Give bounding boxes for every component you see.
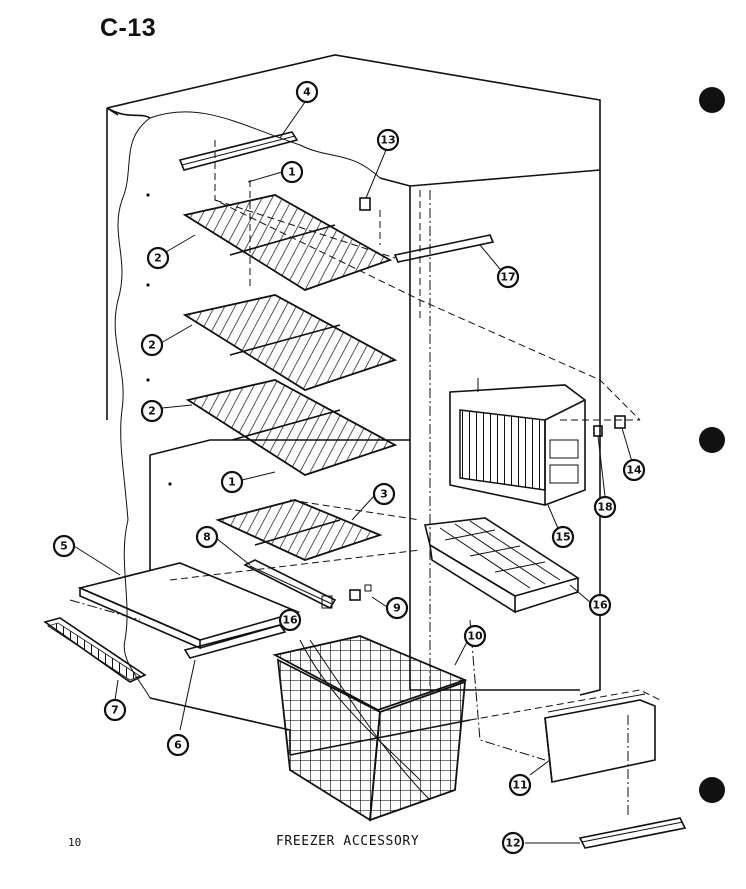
part-8-slide-rail <box>243 559 337 610</box>
callout-part-2c: 2 <box>140 399 164 423</box>
part-10-basket <box>272 635 468 822</box>
page-number: 10 <box>68 836 82 849</box>
wire-shelf-top <box>182 194 393 291</box>
callout-part-15: 15 <box>551 525 575 549</box>
svg-text:16: 16 <box>282 614 298 627</box>
svg-text:6: 6 <box>174 739 182 752</box>
svg-text:7: 7 <box>111 704 119 717</box>
part-15-ice-maker <box>449 378 586 506</box>
callout-part-1a: 1 <box>280 160 304 184</box>
svg-text:2: 2 <box>148 339 156 352</box>
svg-text:1: 1 <box>228 476 236 489</box>
svg-text:15: 15 <box>555 531 570 544</box>
part-16-ice-tray <box>424 517 580 614</box>
callout-part-2a: 2 <box>146 246 170 270</box>
callout-part-16: 16 <box>588 593 612 617</box>
svg-text:5: 5 <box>60 540 68 553</box>
binder-hole-top <box>699 87 725 113</box>
callout-part-10: 10 <box>463 624 487 648</box>
wire-shelf-bottom <box>215 499 383 561</box>
callout-part-12: 12 <box>501 831 525 855</box>
part-6-rail <box>183 624 287 659</box>
callout-part-1b: 1 <box>220 470 244 494</box>
svg-text:3: 3 <box>380 488 388 501</box>
callout-part-7: 7 <box>103 698 127 722</box>
callout-part-3: 3 <box>372 482 396 506</box>
page-code: C-13 <box>100 14 157 42</box>
callout-part-11: 11 <box>508 773 532 797</box>
binder-hole-bottom <box>699 777 725 803</box>
svg-text:11: 11 <box>512 779 527 792</box>
part-14-fitting <box>614 415 626 429</box>
svg-text:12: 12 <box>505 837 520 850</box>
binder-hole-middle <box>699 427 725 453</box>
svg-text:16: 16 <box>592 599 608 612</box>
svg-text:9: 9 <box>393 602 401 615</box>
wire-shelf-lower <box>185 379 398 476</box>
callout-part-9: 9 <box>385 596 409 620</box>
callout-part-2b: 2 <box>140 333 164 357</box>
svg-text:10: 10 <box>467 630 483 643</box>
callout-part-6b: 16 <box>278 608 302 632</box>
svg-text:14: 14 <box>626 464 642 477</box>
svg-text:13: 13 <box>380 134 395 147</box>
callout-part-4: 4 <box>295 80 319 104</box>
svg-text:2: 2 <box>148 405 156 418</box>
callout-part-6: 6 <box>166 733 190 757</box>
callout-part-18: 18 <box>593 495 617 519</box>
callout-part-8: 8 <box>195 525 219 549</box>
part-12-bottom-rail <box>578 817 687 849</box>
page-caption: FREEZER ACCESSORY <box>276 834 420 849</box>
wire-shelf-middle <box>182 294 398 391</box>
part-7-trim <box>43 617 147 683</box>
part-4-shelf-rail <box>178 131 299 171</box>
svg-text:8: 8 <box>203 531 211 544</box>
svg-text:4: 4 <box>303 86 311 99</box>
part-9-clip <box>349 584 372 601</box>
callout-part-17: 17 <box>496 265 520 289</box>
svg-text:18: 18 <box>597 501 612 514</box>
callout-part-13: 13 <box>376 128 400 152</box>
callout-part-5: 5 <box>52 534 76 558</box>
svg-text:17: 17 <box>500 271 515 284</box>
svg-text:2: 2 <box>154 252 162 265</box>
part-11-door-panel <box>544 693 656 783</box>
part-13-clip <box>359 197 371 211</box>
svg-text:1: 1 <box>288 166 296 179</box>
callout-part-14: 14 <box>622 458 646 482</box>
part-17-bracket <box>393 234 495 263</box>
